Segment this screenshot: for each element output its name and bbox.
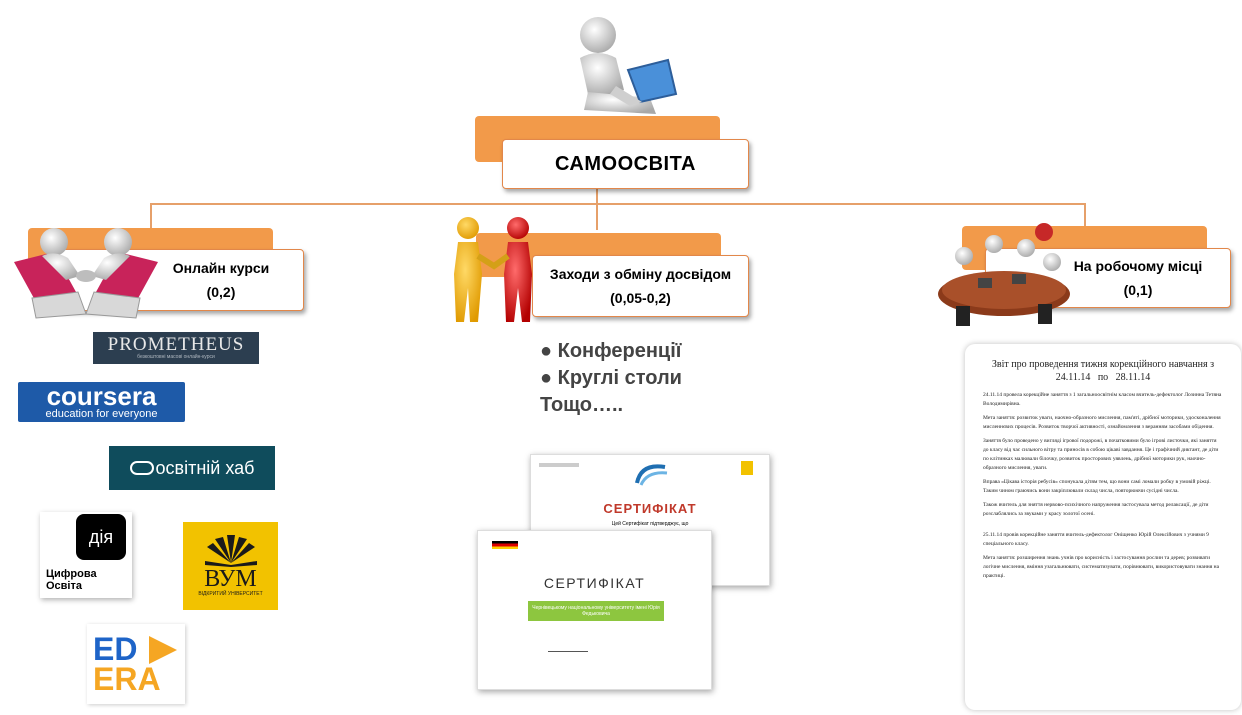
book-rays-icon (204, 535, 257, 567)
report-paragraph: 25.11.14 провів корекційне заняття вчите… (983, 532, 1209, 547)
diia-logo[interactable]: дія Цифрова Освіта (40, 512, 132, 598)
root-node: САМООСВІТА (502, 139, 749, 189)
branch-experience-exchange: Заходи з обміну досвідом (0,05-0,2) (532, 255, 749, 317)
report-paragraph: Заняття було проведено у вигляді ігрової… (983, 438, 1219, 471)
report-document: Звіт про проведення тижня корекційного н… (965, 344, 1241, 710)
edera-logo[interactable]: ED ERA (87, 624, 185, 704)
person-laptop-icon (580, 17, 678, 114)
report-paragraph: Вправа «Цікава історія ребусів» спонукал… (983, 479, 1211, 494)
branch-online-value: (0,2) (206, 284, 236, 300)
exchange-items-list: ● Конференції ● Круглі столи Тощо….. (540, 338, 710, 419)
certificate-back-line: Цей Сертифікат підтверджує, що (611, 521, 689, 527)
certificate-flag (492, 541, 518, 549)
branch-exchange-value: (0,05-0,2) (610, 290, 671, 306)
diia-line2: Освіта (46, 580, 82, 592)
crest-logo-icon (635, 464, 668, 486)
branch-workplace-title: На робочому місці (1073, 258, 1203, 274)
osvitniy-hub-name: освітній хаб (155, 457, 255, 478)
exchange-item: ● Конференції (540, 340, 682, 362)
certificate-front: СЕРТИФІКАТ Чернівецькому національному у… (477, 530, 712, 690)
handshake-figures-icon (454, 217, 532, 322)
connector-horizontal (150, 203, 1086, 205)
branch-exchange-title: Заходи з обміну досвідом (549, 266, 732, 282)
report-dates: 24.11.14 по 28.11.14 (1055, 372, 1151, 383)
certificate-signature (548, 651, 588, 652)
branch-workplace-value: (0,1) (1123, 282, 1153, 298)
certificate-back-stripe (539, 463, 579, 467)
exchange-item: Тощо….. (540, 394, 624, 416)
connector-root-down (596, 187, 598, 205)
prometheus-logo[interactable]: PROMETHEUS безкоштовні масові онлайн-кур… (93, 332, 259, 364)
connector-right-down (1084, 203, 1086, 230)
osvitniy-hub-icon (129, 461, 154, 475)
report-paragraph: Також вчитель для зняття нервово-психічн… (983, 502, 1209, 517)
root-title: САМООСВІТА (554, 152, 696, 175)
coursera-name: coursera (46, 380, 157, 411)
certificate-back-seal (741, 461, 753, 475)
osvitniy-hub-logo[interactable]: освітній хаб (109, 446, 275, 490)
prometheus-name: PROMETHEUS (107, 334, 245, 355)
edera-arrow-icon (149, 636, 177, 664)
branch-online-title: Онлайн курси (172, 260, 270, 276)
coursera-logo[interactable]: coursera education for everyone (18, 382, 185, 422)
report-title: Звіт про проведення тижня корекційного н… (991, 359, 1215, 370)
certificate-front-ribbon: Чернівецькому національному університету… (528, 601, 664, 621)
prometheus-tagline: безкоштовні масові онлайн-курси (137, 354, 215, 360)
report-paragraph: Мета заняття: розширення знань учнів про… (983, 555, 1220, 579)
vum-tagline: ВІДКРИТИЙ УНІВЕРСИТЕТ (198, 591, 263, 597)
meeting-table-icon (938, 223, 1070, 326)
connector-center-down (596, 203, 598, 230)
diia-line1: Цифрова (46, 568, 97, 580)
coursera-tagline: education for everyone (45, 407, 158, 420)
diia-mark: дія (76, 514, 126, 560)
exchange-item: ● Круглі столи (540, 367, 682, 389)
diia-mark-text: дія (88, 526, 114, 547)
certificate-back-title: СЕРТИФІКАТ (603, 501, 697, 516)
edera-line1: ED (93, 631, 138, 667)
handshake-laptops-icon (14, 228, 158, 319)
report-paragraph: Мета заняття: розвиток уваги, наочно-обр… (983, 415, 1221, 430)
report-paragraph: 24.11.14 провела корекційне заняття з 1 … (983, 392, 1222, 407)
certificate-front-line: Чернівецькому національному університету… (532, 605, 660, 617)
vum-logo[interactable]: ВУМ ВІДКРИТИЙ УНІВЕРСИТЕТ (183, 522, 278, 610)
vum-name: ВУМ (204, 566, 257, 592)
certificate-front-title: СЕРТИФІКАТ (543, 575, 646, 591)
edera-line2: ERA (93, 661, 161, 697)
connector-left-down (150, 203, 152, 230)
